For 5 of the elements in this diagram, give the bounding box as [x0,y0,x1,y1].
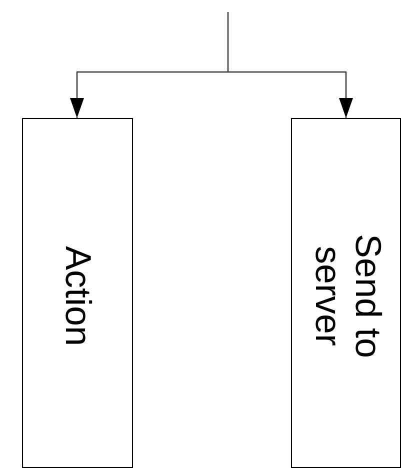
process-box [291,118,401,468]
box-label: Send to server [308,232,388,360]
process-box [22,118,133,468]
box-label: Action [58,246,98,346]
arrow [228,12,353,118]
